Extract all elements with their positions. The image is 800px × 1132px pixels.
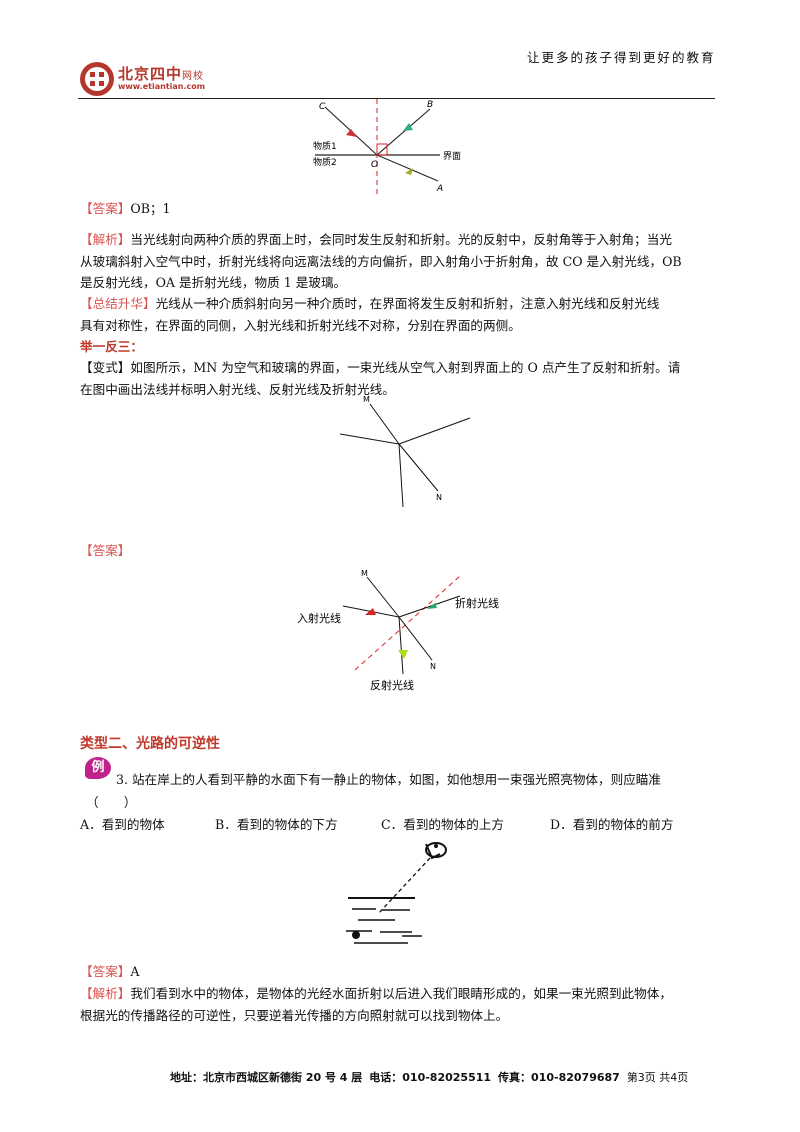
label-a: A <box>436 184 443 194</box>
section-2-heading: 类型二、光路的可逆性 <box>80 736 220 752</box>
label-o: O <box>371 160 378 170</box>
example-badge: 例 <box>85 757 111 779</box>
logo-text: 北京四中网校 <box>118 65 205 83</box>
option-c: C．看到的物体的上方 <box>381 817 504 832</box>
footer: 地址：北京市西城区新德街 20 号 4 层 电话：010-82025511 传真… <box>170 1069 688 1085</box>
answer-2-tag: 【答案】 <box>80 543 131 558</box>
option-a: A．看到的物体 <box>80 817 165 832</box>
label-c: C <box>319 102 326 112</box>
label-n: N <box>430 662 436 671</box>
label-interface: 界面 <box>443 151 461 162</box>
variant-heading: 举一反三： <box>80 339 143 354</box>
analysis-1: 【解析】当光线射向两种介质的界面上时，会同时发生反射和折射。光的反射中，反射角等… <box>80 232 682 290</box>
option-d: D．看到的物体的前方 <box>550 817 674 832</box>
label-medium-1: 物质1 <box>313 140 337 152</box>
label-incident-ray: 入射光线 <box>297 611 341 625</box>
logo-url: www.etiantian.com <box>118 82 206 91</box>
label-n: N <box>436 493 442 502</box>
figure-variant-question: M N <box>339 395 471 508</box>
answer-1: 【答案】OB；1 <box>80 201 171 216</box>
label-reflected-ray: 反射光线 <box>370 678 414 692</box>
summary: 【总结升华】光线从一种介质斜射向另一种介质时，在界面将发生反射和折射，注意入射光… <box>80 296 660 333</box>
label-b: B <box>427 100 433 110</box>
header-divider <box>78 98 715 99</box>
label-medium-2: 物质2 <box>313 156 337 168</box>
answer-3: 【答案】A <box>80 964 140 979</box>
label-m: M <box>361 569 368 578</box>
footer-page: 第3页 共4页 <box>626 1071 689 1084</box>
logo-emblem-icon <box>80 62 114 96</box>
header-slogan: 让更多的孩子得到更好的教育 <box>527 50 716 65</box>
label-refracted-ray: 折射光线 <box>455 596 499 610</box>
question-3: 3. 站在岸上的人看到平静的水面下有一静止的物体，如图，如他想用一束强光照亮物体… <box>116 772 661 787</box>
figure-water-object <box>346 842 447 944</box>
figure-reflection-refraction: C B O A 物质1 物质2 界面 <box>313 99 461 194</box>
footer-address: 地址：北京市西城区新德街 20 号 4 层 <box>170 1071 363 1084</box>
figure-answer: M N 入射光线 折射光线 反射光线 <box>297 569 499 692</box>
analysis-3: 【解析】我们看到水中的物体，是物体的光经水面折射以后进入我们眼睛形成的，如果一束… <box>80 986 672 1023</box>
logo <box>78 60 238 98</box>
option-b: B．看到的物体的下方 <box>215 817 338 832</box>
footer-phone: 电话：010-82025511 <box>369 1071 492 1084</box>
variant-question: 【变式】如图所示，MN 为空气和玻璃的界面，一束光线从空气入射到界面上的 O 点… <box>80 360 681 397</box>
footer-fax: 传真：010-82079687 <box>498 1071 620 1084</box>
question-3-blank: （ ） <box>86 795 137 810</box>
label-m: M <box>363 395 370 404</box>
